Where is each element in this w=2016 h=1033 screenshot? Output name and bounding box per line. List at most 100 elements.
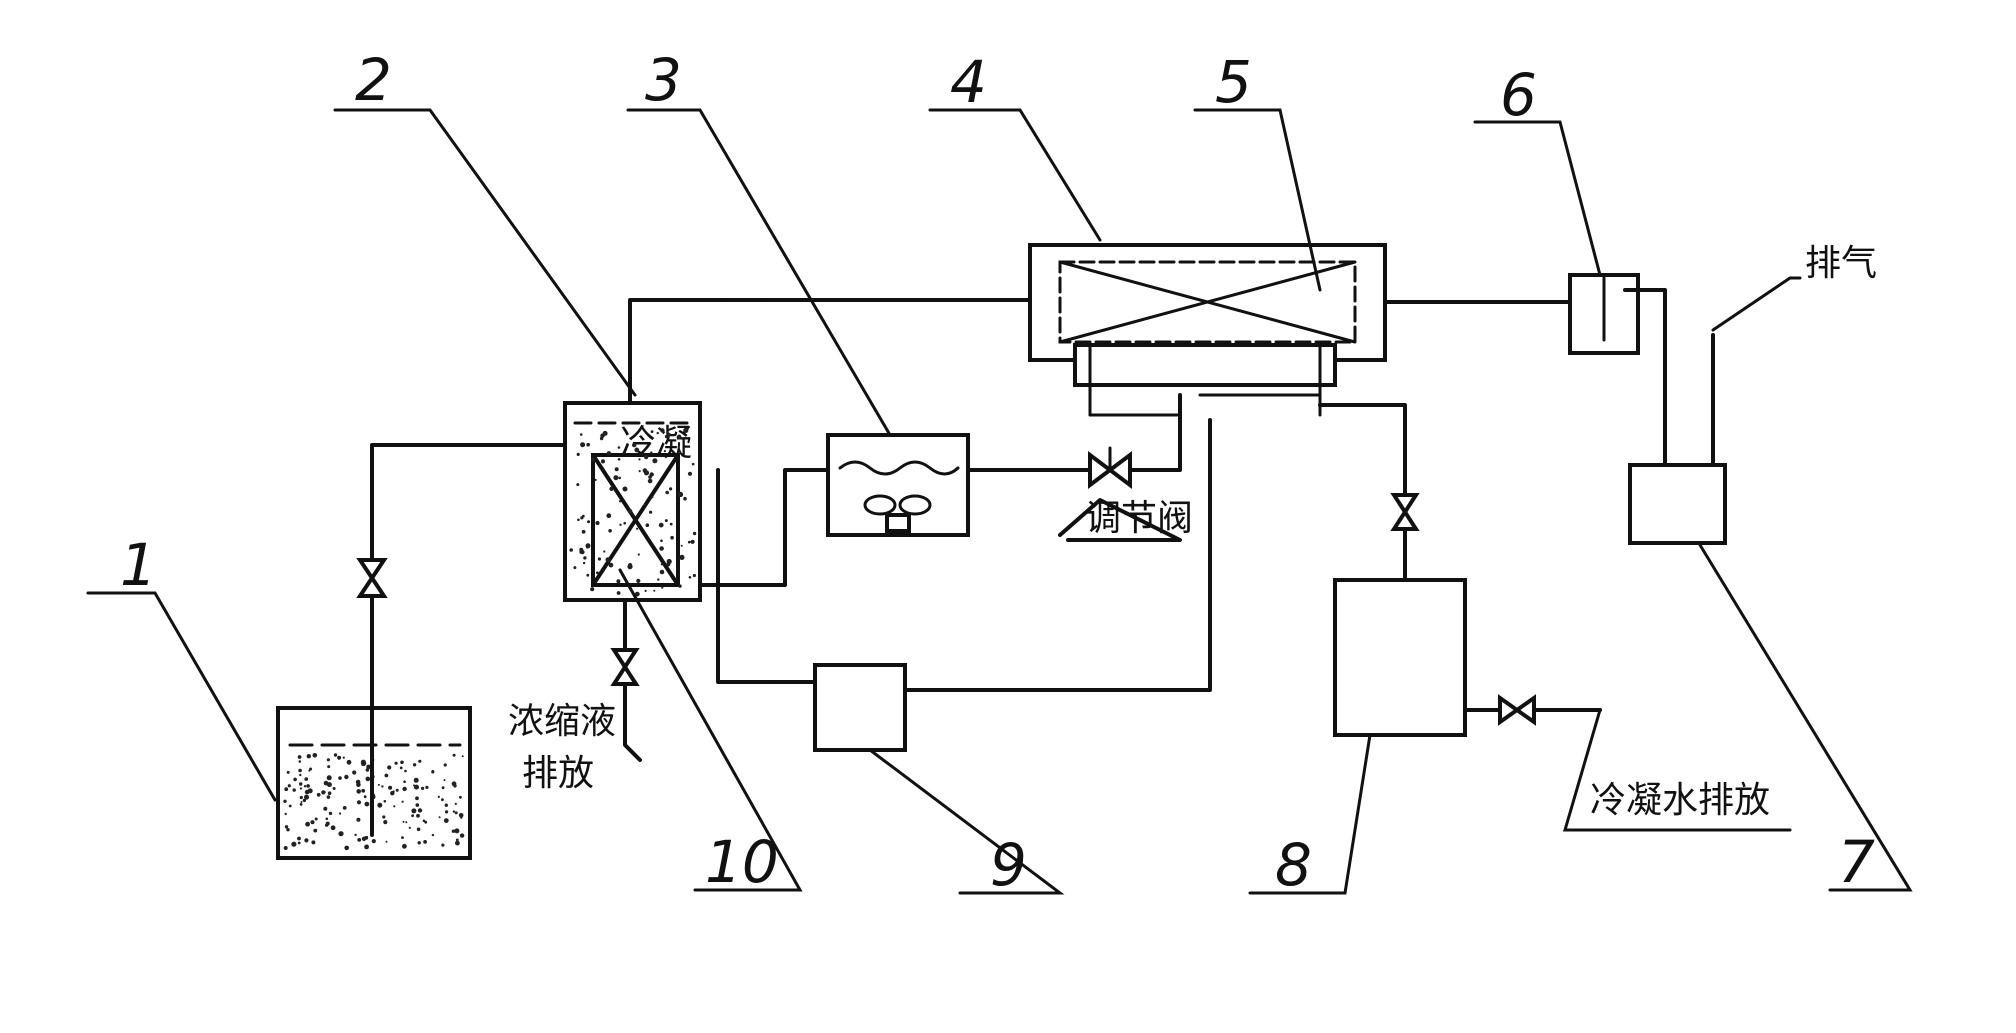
stipple-dot [366, 764, 371, 770]
stipple-dot [687, 540, 691, 544]
stipple-dot [580, 516, 584, 520]
stipple-dot [437, 795, 440, 799]
stipple-dot [614, 467, 619, 472]
stipple-dot [643, 503, 646, 506]
label-component-2: 2 [355, 46, 392, 114]
label-component-4: 4 [950, 48, 987, 116]
stipple-dot [400, 760, 404, 765]
stipple-dot [569, 548, 573, 552]
stipple-dot [383, 820, 388, 825]
stipple-dot [669, 522, 673, 526]
stipple-dot [371, 839, 376, 844]
stipple-dot [416, 813, 420, 818]
stipple-dot [596, 571, 599, 575]
stipple-dot [299, 787, 302, 790]
stipple-dot [637, 553, 640, 556]
stipple-dot [352, 770, 357, 775]
stipple-dot [387, 765, 392, 770]
stipple-dot [304, 777, 309, 781]
stipple-dot [413, 784, 415, 787]
stipple-dot [405, 821, 408, 824]
stipple-dot [597, 557, 602, 561]
stipple-dot [576, 452, 580, 456]
stipple-dot [328, 811, 333, 816]
component-2-evaporator: 冷凝 [563, 401, 702, 602]
stipple-dot [665, 490, 669, 495]
stipple-dot [323, 791, 326, 794]
stipple-dot [586, 546, 589, 549]
stipple-dot [458, 813, 464, 818]
stipple-dot [438, 816, 441, 819]
stipple-dot [338, 831, 344, 837]
stipple-dot [292, 788, 296, 792]
stipple-dot [443, 779, 446, 782]
stipple-dot [687, 471, 693, 476]
stipple-dot [346, 759, 352, 765]
stipple-dot [638, 458, 641, 461]
stipple-dot [580, 442, 586, 448]
stipple-dot [422, 819, 426, 823]
stipple-dot [454, 828, 460, 834]
stipple-dot [361, 836, 367, 841]
stipple-dot [297, 755, 302, 759]
valve-icon [1390, 493, 1420, 531]
pipe-fan-tank-to-regulating-valve [966, 393, 1182, 542]
stipple-dot [663, 450, 667, 453]
valve-icon [610, 648, 640, 686]
stipple-dot [443, 763, 447, 767]
stipple-dot [459, 833, 465, 838]
stipple-dot [365, 836, 369, 839]
stipple-dot [306, 754, 311, 759]
stipple-dot [288, 804, 292, 808]
stipple-dot [667, 432, 671, 437]
stipple-dot [365, 776, 371, 782]
label-component-8: 8 [1275, 831, 1312, 899]
label-component-1: 1 [120, 531, 157, 599]
stipple-dot [356, 817, 361, 822]
stipple-dot [326, 782, 332, 788]
stipple-dot [670, 535, 674, 540]
stipple-dot [451, 781, 457, 787]
stipple-dot [354, 833, 357, 837]
stipple-dot [659, 569, 665, 575]
stipple-dot [339, 812, 342, 815]
stipple-dot [286, 770, 290, 774]
stipple-dot [304, 794, 309, 800]
stipple-dot [283, 846, 288, 850]
regulating-valve-icon [1088, 446, 1132, 489]
stipple-dot [314, 817, 318, 821]
stipple-dot [681, 437, 684, 440]
pipe-exchanger-to-pump [898, 418, 1212, 692]
stipple-dot [656, 431, 659, 435]
stipple-dot [669, 487, 673, 491]
stipple-dot [636, 578, 641, 584]
stipple-dot [393, 805, 396, 808]
stipple-dot [401, 800, 404, 803]
stipple-dot [417, 808, 423, 813]
stipple-dot [388, 785, 393, 790]
stipple-dot [680, 544, 683, 547]
stipple-dot [291, 841, 297, 847]
stipple-dot [402, 843, 407, 849]
stipple-dot [304, 838, 309, 843]
stipple-dot [605, 557, 611, 563]
stipple-dot [602, 430, 608, 436]
stipple-dot [664, 519, 668, 523]
stipple-dot [692, 531, 697, 536]
stipple-dot [617, 458, 621, 461]
stipple-dot [300, 801, 303, 803]
stipple-dot [404, 769, 407, 773]
stipple-dot [652, 458, 658, 464]
pipe-evaporator-to-pump [716, 468, 817, 684]
stipple-dot [452, 810, 456, 813]
stipple-dot [454, 802, 457, 806]
pipe-evaporator-to-fan-tank [698, 468, 830, 587]
stipple-dot [408, 826, 411, 829]
stipple-dot [284, 812, 287, 816]
label-component-10: 10 [705, 828, 779, 896]
stipple-dot [394, 761, 398, 765]
stipple-dot [399, 766, 403, 770]
stipple-dot [357, 838, 362, 842]
stipple-dot [326, 795, 331, 799]
stipple-dot [421, 786, 425, 791]
